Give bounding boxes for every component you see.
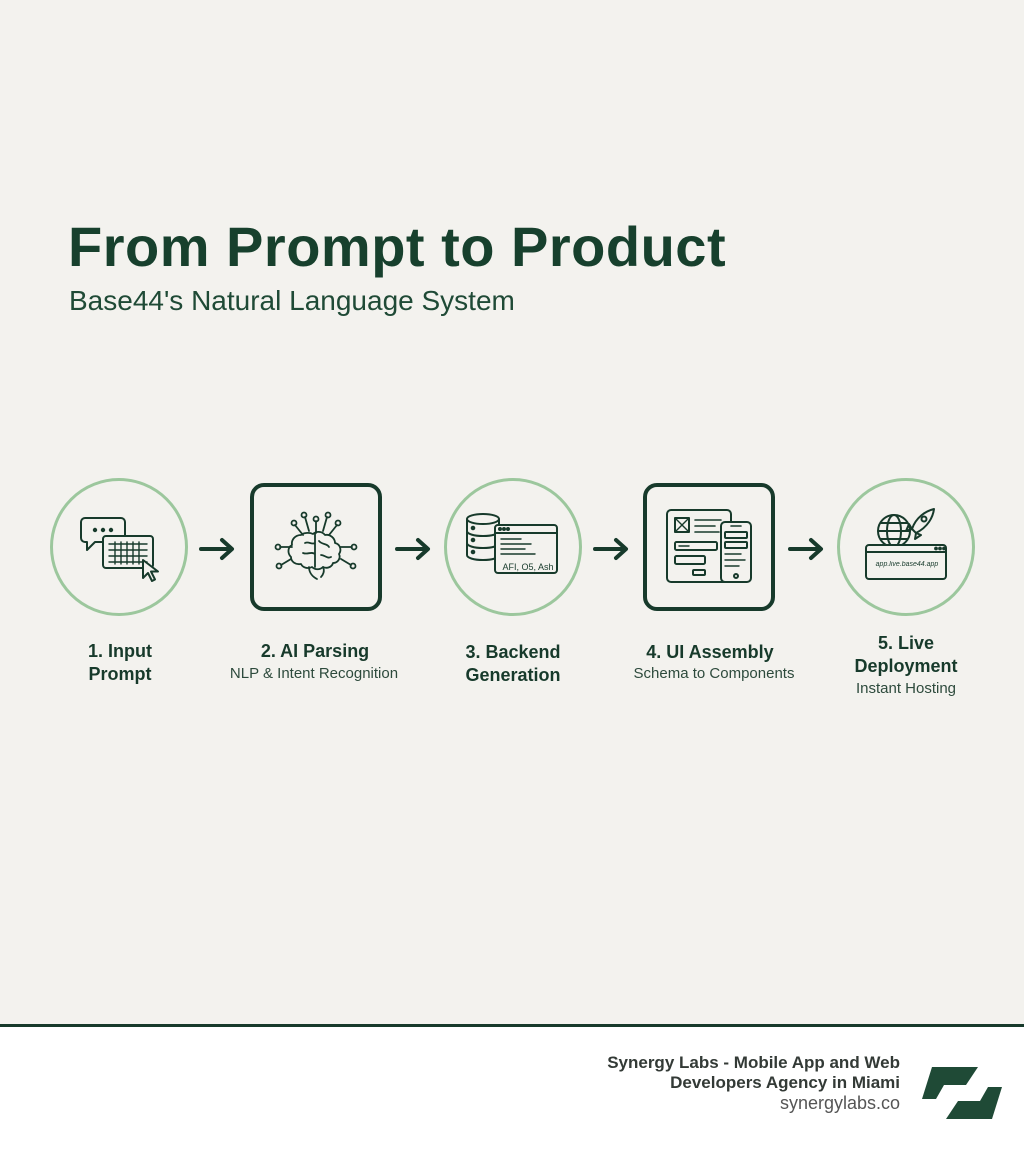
devices-ui-icon [666,509,752,583]
page-subtitle: Base44's Natural Language System [69,285,515,316]
step-2-title: 2. AI Parsing [260,641,370,661]
step-3-title-line2: Generation [465,665,561,685]
footer: Synergy Labs - Mobile App and Web Develo… [0,1024,1024,1154]
globe-rocket-icon [865,508,947,580]
step-5-title-line1: 5. Live [877,633,935,653]
step-2-icon-box [250,483,382,611]
footer-website-link[interactable]: synergylabs.co [779,1093,900,1113]
step-5-title-line2: Deployment [854,656,958,676]
step-1-title: 1. Input Prompt [20,640,220,686]
deployment-url-text: app.live.base44.app [875,561,939,568]
step-3-icon-circle [444,478,582,616]
step-5-title: 5. Live Deployment [806,632,1006,678]
step-1-title-line2: Prompt [88,664,152,684]
chat-keyboard-icon [80,517,159,582]
footer-company-line2: Developers Agency in Miami [670,1073,900,1092]
database-api-icon [466,513,558,574]
brain-circuit-icon [274,511,358,580]
step-5-icon-circle [837,478,975,616]
page-title: From Prompt to Product [68,215,727,278]
step-5-description: Instant Hosting [855,680,957,697]
step-4-description: Schema to Components [633,665,795,682]
step-1-icon-circle [50,478,188,616]
arrow-right-icon [593,538,628,560]
footer-company-line1: Synergy Labs - Mobile App and Web [607,1053,900,1072]
step-4-title: 4. UI Assembly [646,642,774,662]
step-1-title-line1: 1. Input [88,641,152,661]
api-label-text: AFI, O5, Ash [502,562,554,572]
step-2-description: NLP & Intent Recognition [229,665,399,682]
arrow-right-icon [788,538,823,560]
step-3-title: 3. Backend Generation [413,641,613,687]
synergy-labs-logo [922,1067,1002,1119]
arrow-right-icon [395,538,430,560]
arrow-right-icon [199,538,234,560]
step-3-title-line1: 3. Backend [465,642,561,662]
step-4-icon-box [643,483,775,611]
